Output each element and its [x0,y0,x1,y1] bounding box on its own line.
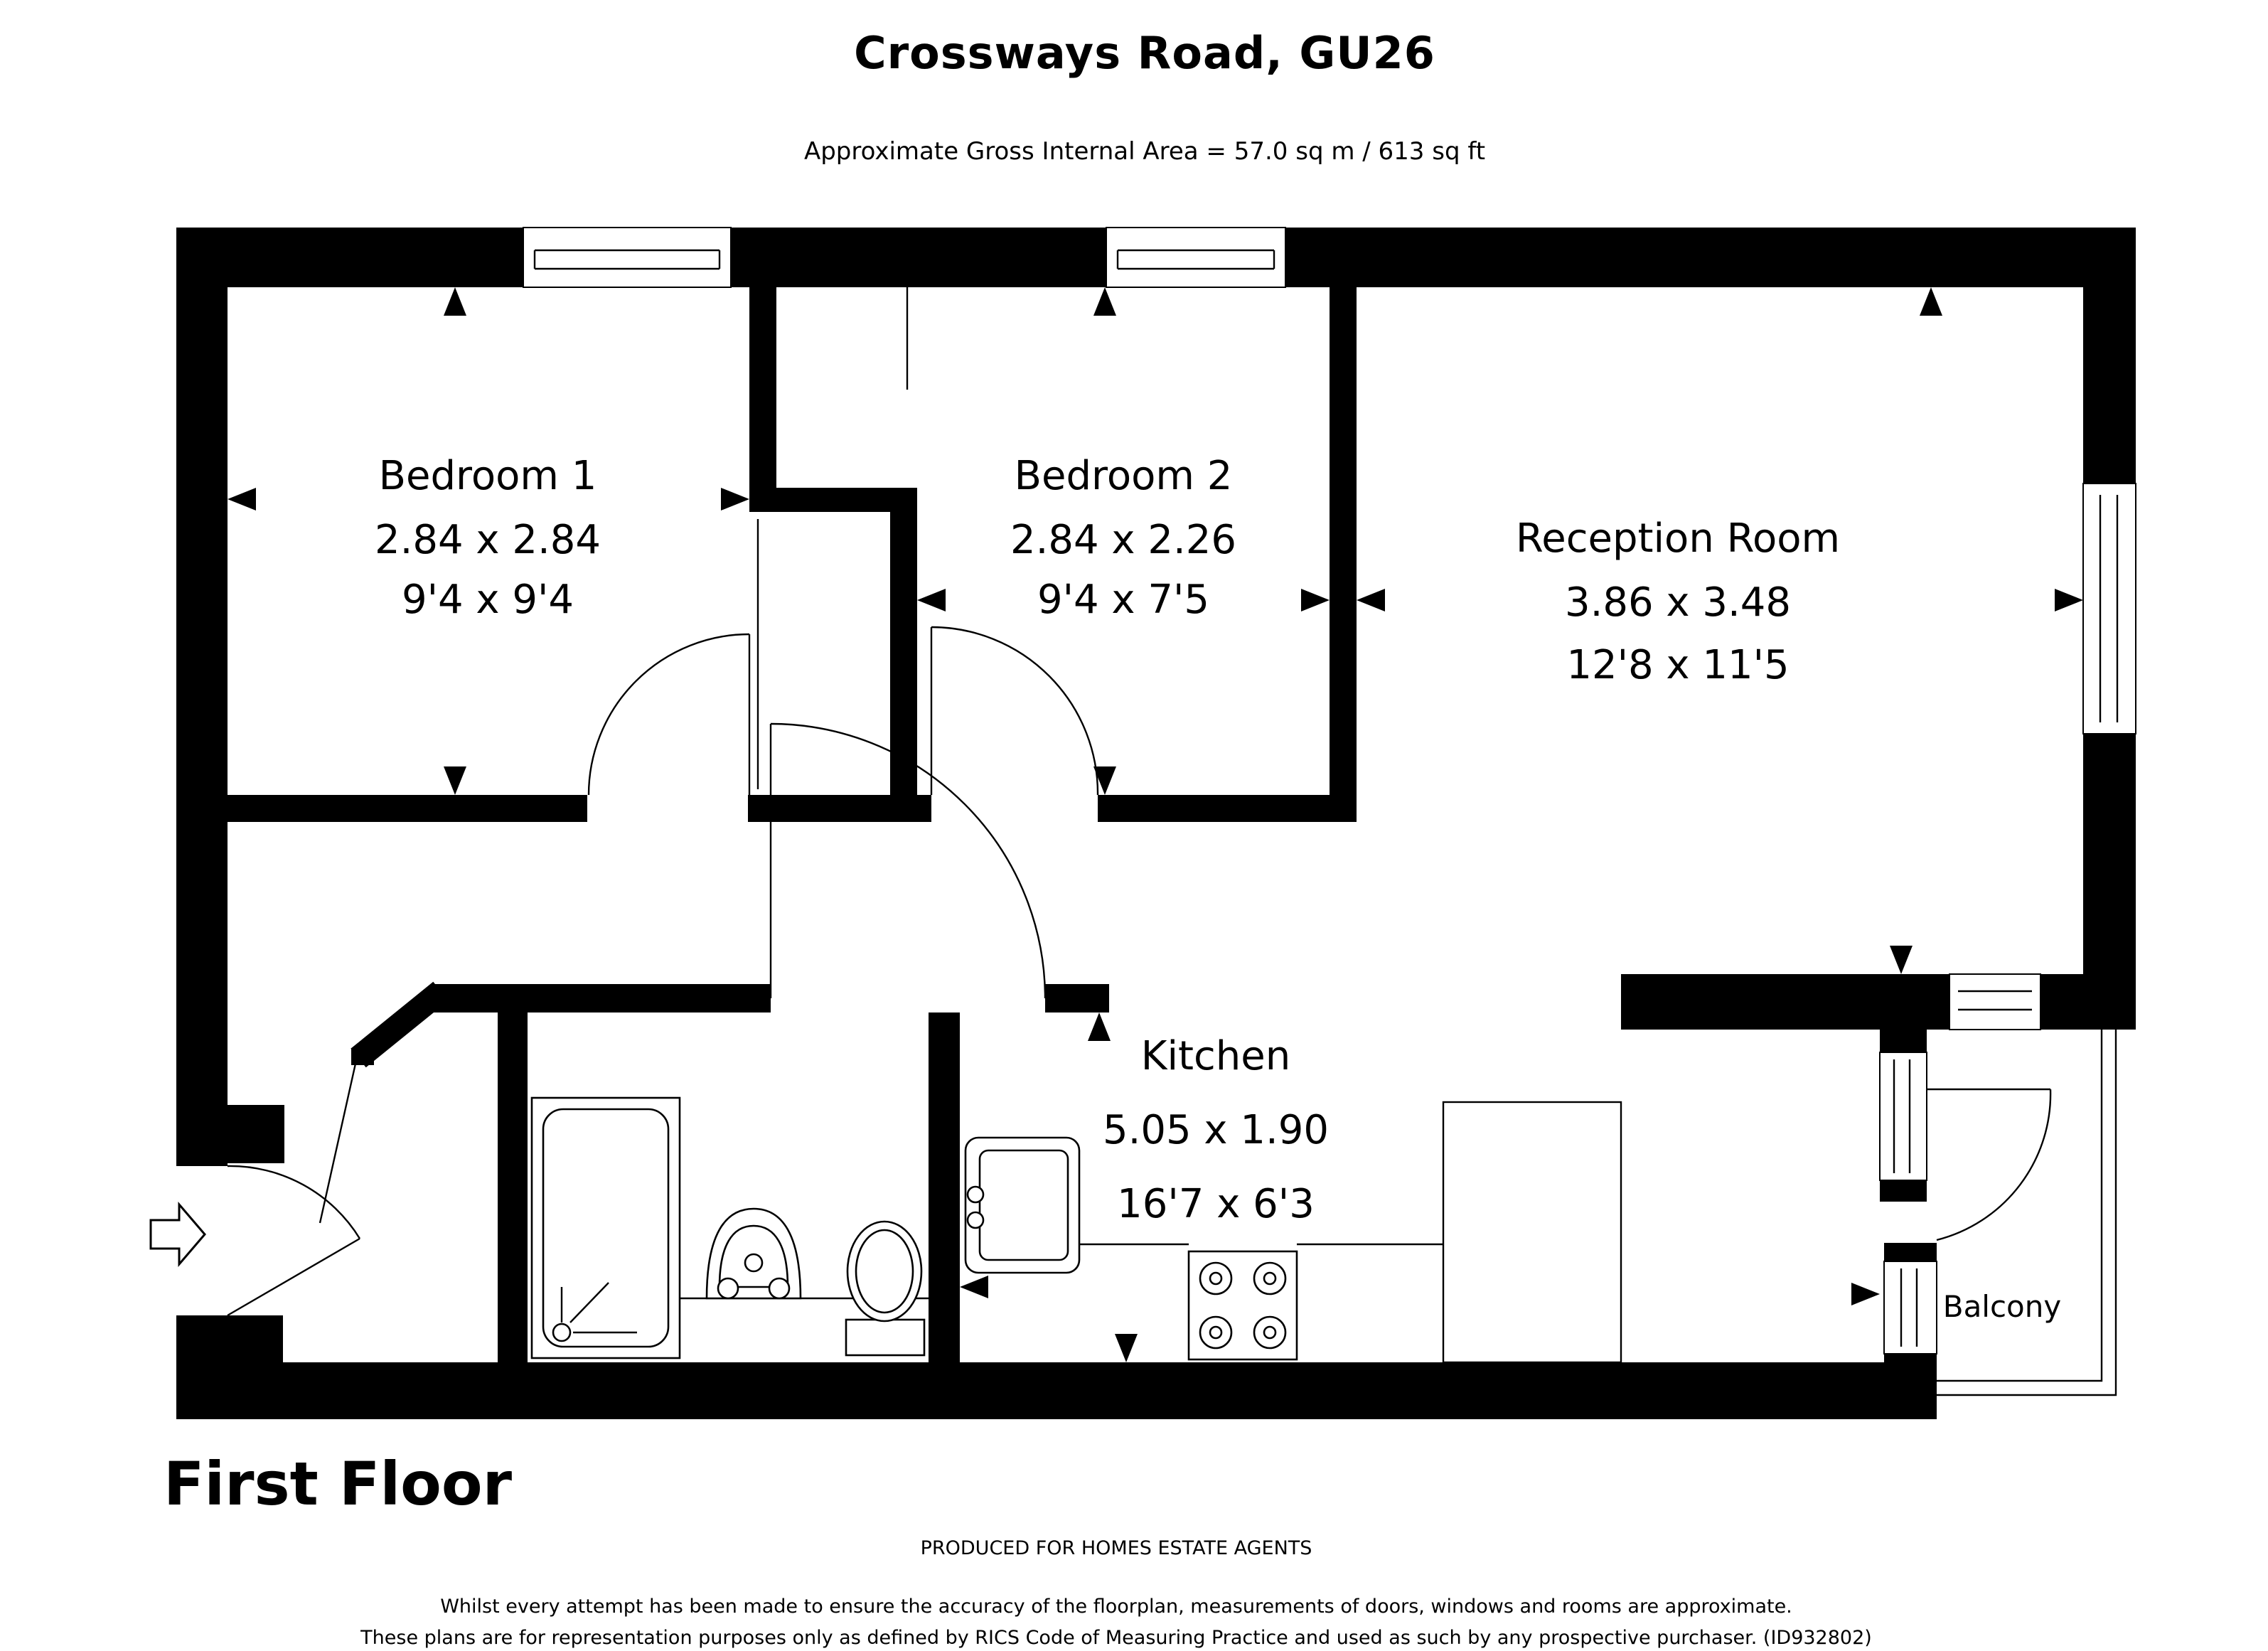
arrow-bedroom1-right [721,488,749,511]
arrow-reception-down [1890,946,1913,974]
window-reception [2082,483,2136,734]
wall-kitchen-top-1 [431,984,771,1012]
balcony-name: Balcony [1943,1289,2061,1324]
reception-imperial: 12'8 x 11'5 [1566,642,1789,688]
kitchen-metric: 5.05 x 1.90 [1103,1107,1329,1153]
reception-metric: 3.86 x 3.48 [1565,579,1791,626]
reception-name: Reception Room [1516,515,1840,562]
balcony-rail-outer [1937,1030,2117,1396]
balcony-rail-inner [1937,1030,2103,1382]
bathroom-sink [705,1207,802,1300]
closet-partitions [756,287,909,789]
window-bedroom2 [1106,227,1286,288]
reception-label: Reception Room 3.86 x 3.48 12'8 x 11'5 [1516,515,1840,688]
wall-bedrooms-bottom-2 [748,795,931,822]
kitchen-imperial: 16'7 x 6'3 [1117,1181,1315,1227]
wall-bedrooms-bottom-1 [228,795,587,822]
arrow-kitchen-up [1088,1012,1111,1041]
arrow-kitchen-down [1115,1334,1138,1362]
footer-line-3: These plans are for representation purpo… [360,1627,1872,1649]
arrow-reception-left [1357,589,1385,611]
window-balcony-lower [1883,1261,1937,1355]
bedroom2-imperial: 9'4 x 7'5 [1037,577,1209,623]
arrow-bedroom2-right [1301,589,1330,611]
bathtub [530,1096,681,1359]
bedroom1-imperial: 9'4 x 9'4 [402,577,574,623]
doors [227,626,2052,1317]
arrow-kitchen-left [960,1276,988,1298]
arrow-reception-up [1920,287,1942,316]
wall-left-upper [176,287,228,1166]
kitchen-name: Kitchen [1141,1033,1290,1079]
page-subtitle: Approximate Gross Internal Area = 57.0 s… [804,137,1485,166]
wall-bottom [176,1362,1937,1419]
bedroom2-name: Bedroom 2 [1015,453,1233,499]
wall-bedroom2-reception [1330,287,1357,822]
door-bathroom [769,722,1047,999]
footer-line-1: PRODUCED FOR HOMES ESTATE AGENTS [921,1537,1312,1559]
arrow-bedroom2-down [1093,766,1116,795]
measurement-arrows [228,287,2083,1362]
door-hall-closet [319,1063,357,1224]
wall-diagonal-stub [351,1048,374,1065]
wall-bedroom-divider-b [890,512,917,796]
door-balcony [1927,1088,2052,1241]
wall-bedroom-divider-a [749,287,776,495]
arrow-bedroom1-up [444,287,466,316]
toilet [845,1220,926,1357]
wall-kitchen-top-2 [1045,984,1109,1012]
wall-bathroom-west [498,1012,528,1362]
kitchen-label: Kitchen 5.05 x 1.90 16'7 x 6'3 [1103,1033,1329,1227]
wall-hall-chunk [228,1105,284,1163]
walls [176,228,2136,1419]
room-labels: Bedroom 1 2.84 x 2.84 9'4 x 9'4 Bedroom … [375,453,2061,1324]
window-reception-bottom [1949,973,2041,1030]
wall-reception-bottom-right [2040,974,2136,1030]
bedroom2-label: Bedroom 2 2.84 x 2.26 9'4 x 7'5 [1010,453,1236,623]
arrow-reception-right [2055,589,2083,611]
wall-bathroom-east [929,1012,960,1362]
arrow-bedroom2-left [917,589,946,611]
wall-balcony-cap-2 [1880,1180,1927,1202]
kitchen-sink [964,1136,1081,1274]
window-balcony-upper [1879,1052,1927,1181]
floor-label: First Floor [164,1449,513,1519]
wall-bedrooms-bottom-3 [1098,795,1357,822]
bedroom1-metric: 2.84 x 2.84 [375,517,601,563]
wall-reception-bottom-left [1621,974,1949,1030]
stove [1187,1250,1298,1361]
wall-balcony-cap-3 [1884,1243,1937,1261]
wall-balcony-cap-1 [1880,1030,1927,1052]
door-entry [227,1165,361,1317]
entry-arrow-icon [149,1201,206,1268]
window-bedroom1 [523,227,732,288]
arrow-bedroom1-down [444,766,466,795]
bedroom1-label: Bedroom 1 2.84 x 2.84 9'4 x 9'4 [375,453,601,623]
arrow-kitchen-right [1851,1283,1880,1305]
page-title: Crossways Road, GU26 [854,27,1435,79]
wall-closet-jog [749,488,917,512]
kitchen-counter [1079,1101,1622,1364]
bedroom2-metric: 2.84 x 2.26 [1010,517,1236,563]
windows [176,227,2136,1355]
balcony-outline [1937,1030,2117,1396]
bedroom1-name: Bedroom 1 [379,453,597,499]
door-bedroom1 [587,633,751,796]
arrow-bedroom1-left [228,488,256,511]
door-bedroom2 [930,626,1099,796]
footer-line-2: Whilst every attempt has been made to en… [440,1596,1792,1618]
wall-hall-diagonal [351,981,449,1068]
wall-entry-stub [228,1315,283,1362]
fixtures [530,1096,1622,1364]
arrow-bedroom2-up [1093,287,1116,316]
wall-balcony-cap-4 [1884,1354,1937,1374]
